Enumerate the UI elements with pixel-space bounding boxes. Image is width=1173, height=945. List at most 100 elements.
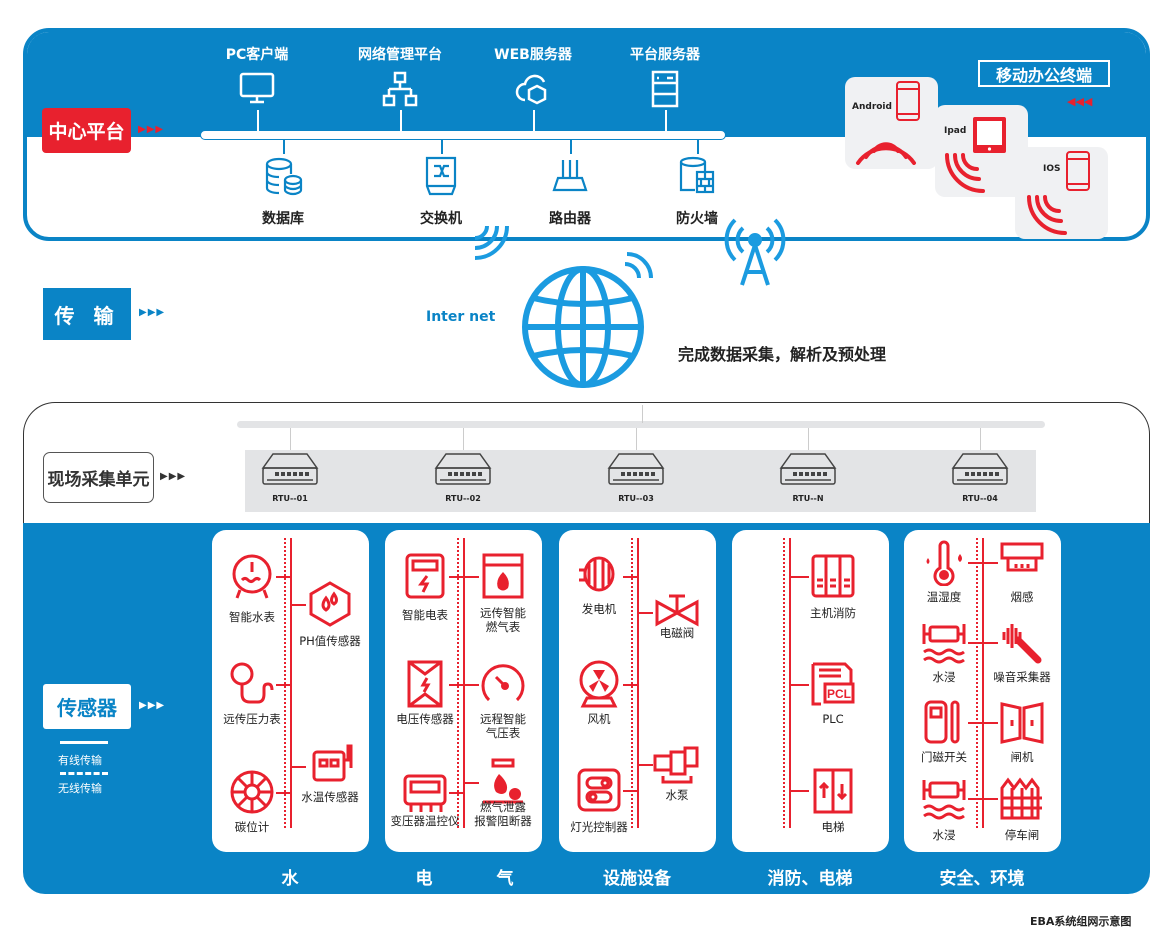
sensor-item[interactable]: 停车闸 — [977, 774, 1067, 856]
sensor-item[interactable]: 电压传感器 — [380, 660, 470, 740]
sensor-connector — [463, 782, 479, 784]
sensor-item[interactable]: 闸机 — [977, 698, 1067, 778]
sensor-label: 远传智能 燃气表 — [480, 606, 526, 634]
sensor-item[interactable]: 烟感 — [977, 538, 1067, 618]
group-label-gas: 气 — [496, 869, 514, 889]
sensor-label: 智能水表 — [229, 610, 275, 624]
sensor-item[interactable]: 主机消防 — [788, 552, 878, 634]
thermometer-icon — [920, 538, 968, 587]
device-label: IOS — [1043, 164, 1061, 174]
wireless-signal-icon — [855, 121, 917, 169]
sensor-connector — [789, 790, 809, 792]
rtu-device[interactable]: RTU--N — [778, 452, 838, 503]
ph-sensor-icon — [306, 580, 354, 628]
sensor-connector — [290, 766, 306, 768]
sensor-connector — [968, 642, 982, 644]
water-temp-sensor-icon — [306, 742, 354, 790]
rtu-label: RTU--01 — [272, 494, 308, 503]
sensor-connector — [982, 722, 998, 724]
sensor-connector — [623, 576, 637, 578]
phone-icon — [1063, 151, 1097, 195]
sensor-item[interactable]: 碳位计 — [207, 768, 297, 848]
sensor-item[interactable]: 水泵 — [632, 740, 722, 816]
sensor-label: 传感器 — [43, 684, 131, 729]
sensor-connector — [623, 684, 637, 686]
rtu-device[interactable]: RTU--04 — [950, 452, 1010, 503]
sensor-item[interactable]: 风机 — [554, 660, 644, 740]
sensor-label: 电压传感器 — [396, 712, 454, 726]
sensor-item[interactable]: 水浸 — [899, 618, 989, 698]
wireless-bus-line — [783, 538, 785, 828]
sensor-connector — [982, 642, 998, 644]
sensor-connector — [968, 722, 982, 724]
node-connector — [441, 140, 443, 154]
mobile-device-card[interactable]: Android — [845, 77, 938, 169]
sensor-connector — [276, 576, 290, 578]
sensor-connector — [276, 792, 290, 794]
sensor-label: 水温传感器 — [301, 790, 359, 804]
water-leak-icon — [920, 618, 968, 666]
sensor-item[interactable]: 燃气泄露 报警阻断器 — [458, 758, 548, 828]
sensor-item[interactable]: 灯光控制器 — [554, 766, 644, 848]
radio-tower-icon — [724, 218, 786, 286]
rtu-switch-icon — [433, 452, 493, 490]
sensor-item[interactable]: 智能电表 — [380, 552, 470, 636]
noise-sensor-icon — [998, 618, 1046, 666]
door-sensor-icon — [920, 698, 968, 746]
node-connector — [697, 140, 699, 154]
wired-legend-line — [60, 741, 108, 744]
plc-icon: PCL — [809, 660, 857, 708]
group-label-water: 水 — [281, 869, 299, 889]
sensor-label: 水浸 — [932, 828, 956, 842]
mobile-device-card[interactable]: Ipad — [935, 105, 1028, 197]
internet-label: Inter net — [426, 309, 496, 325]
sensor-item[interactable]: 远传智能 燃气表 — [458, 552, 548, 634]
mobile-device-card[interactable]: IOS — [1015, 147, 1108, 239]
rtu-switch-icon — [778, 452, 838, 490]
sensor-connector — [968, 798, 982, 800]
wireless-bus-line — [631, 538, 633, 828]
sensor-label: 风机 — [587, 712, 611, 726]
transformer-thermostat-icon — [401, 768, 449, 816]
rtu-device[interactable]: RTU--03 — [606, 452, 666, 503]
rtu-connector — [463, 428, 464, 450]
sensor-item[interactable]: 水浸 — [899, 774, 989, 856]
group-label-fire-elevator: 消防、电梯 — [767, 869, 853, 889]
node-label: 平台服务器 — [630, 47, 700, 63]
sensor-item[interactable]: PCL PLC — [788, 660, 878, 740]
sensor-item[interactable]: 噪音采集器 — [977, 618, 1067, 698]
sensor-connector — [449, 684, 463, 686]
node-connector — [257, 110, 259, 131]
rtu-label: RTU--04 — [962, 494, 998, 503]
sensor-item[interactable]: 温湿度 — [899, 538, 989, 618]
sensor-item[interactable]: 发电机 — [554, 552, 644, 630]
sensor-item[interactable]: 智能水表 — [207, 552, 297, 638]
tablet-icon — [973, 117, 1007, 161]
sensor-item[interactable]: 远程智能 气压表 — [458, 660, 548, 740]
sensor-item[interactable]: 水温传感器 — [285, 742, 375, 818]
sensor-item[interactable]: 门磁开关 — [899, 698, 989, 778]
sensor-item[interactable]: 远传压力表 — [207, 660, 297, 740]
rtu-device[interactable]: RTU--02 — [433, 452, 493, 503]
sensor-label: PLC — [822, 712, 844, 726]
rtu-connector — [980, 428, 981, 450]
sensor-item[interactable]: 电磁阀 — [632, 588, 722, 654]
sensor-item[interactable]: 变压器温控仪 — [380, 768, 470, 842]
sensor-connector — [463, 576, 479, 578]
sensor-label: 水泵 — [665, 788, 689, 802]
sensor-label: 温湿度 — [926, 590, 962, 604]
node-label: 路由器 — [549, 211, 591, 227]
field-bus — [237, 421, 1045, 428]
sensor-item[interactable]: PH值传感器 — [285, 580, 375, 662]
router-icon — [550, 156, 590, 196]
wireless-signal-icon — [943, 141, 995, 201]
sensor-item[interactable]: 电梯 — [788, 766, 878, 848]
sensor-label: 远传压力表 — [223, 712, 281, 726]
wireless-signal-icon — [1025, 183, 1077, 243]
arrows-icon: ▶▶▶ — [139, 700, 166, 711]
sensor-label: 主机消防 — [810, 606, 856, 620]
pressure-gauge-icon — [228, 660, 276, 708]
rtu-device[interactable]: RTU--01 — [260, 452, 320, 503]
rtu-connector — [636, 428, 637, 450]
device-label: Android — [852, 102, 892, 112]
